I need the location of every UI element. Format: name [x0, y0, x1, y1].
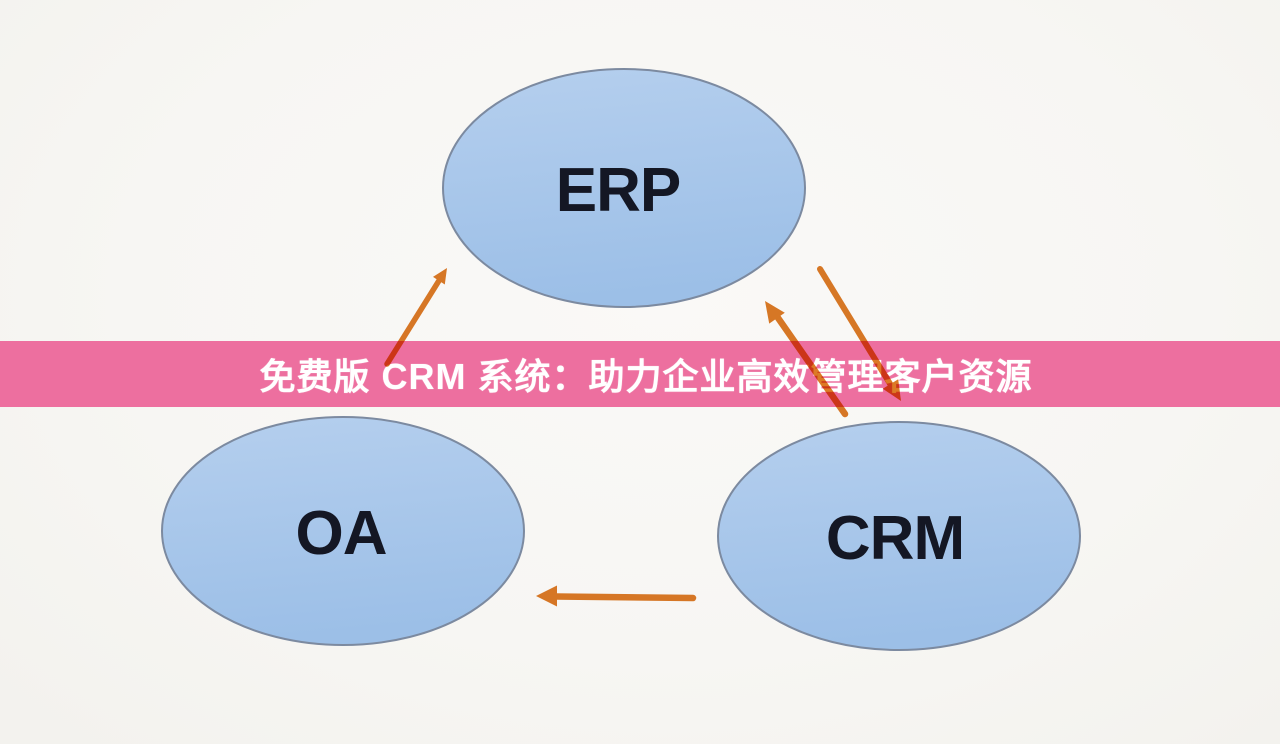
node-oa-label: OA — [296, 499, 387, 568]
node-crm: CRM — [717, 421, 1081, 651]
banner-title-text: 免费版 CRM 系统：助力企业高效管理客户资源 — [259, 356, 1033, 397]
node-erp: ERP — [442, 68, 806, 308]
node-crm-label: CRM — [826, 504, 964, 573]
node-oa: OA — [161, 416, 525, 646]
node-erp-shape — [442, 68, 806, 308]
node-erp-label: ERP — [556, 156, 680, 225]
node-crm-shape — [717, 421, 1081, 651]
title-banner: 免费版 CRM 系统：助力企业高效管理客户资源 — [0, 341, 1280, 407]
node-oa-shape — [161, 416, 525, 646]
